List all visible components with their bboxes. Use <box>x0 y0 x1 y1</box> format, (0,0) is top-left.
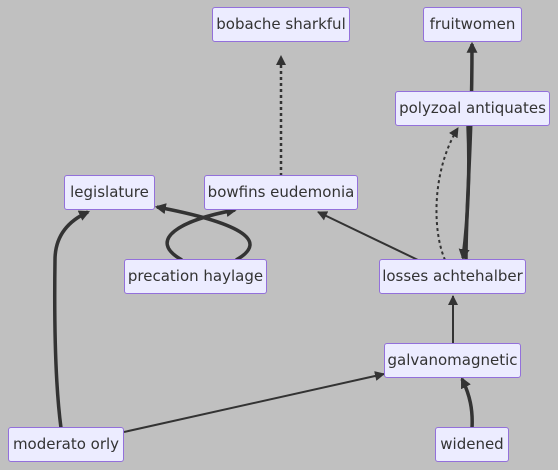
edge-moderato-to-legislature <box>53 210 91 429</box>
node-polyzoal-antiquates: polyzoal antiquates <box>395 91 550 126</box>
node-widened: widened <box>435 427 509 462</box>
node-moderato-orly: moderato orly <box>8 427 124 462</box>
node-bobache-sharkful: bobache sharkful <box>212 7 350 42</box>
node-precation-haylage: precation haylage <box>124 259 267 294</box>
node-legislature: legislature <box>64 175 155 210</box>
node-losses-achtehalber: losses achtehalber <box>379 259 526 294</box>
edge-precation-to-legislature <box>154 203 252 262</box>
node-bowfins-eudemonia: bowfins eudemonia <box>204 175 358 210</box>
node-galvanomagnetic: galvanomagnetic <box>384 343 521 378</box>
edge-losses-to-bowfins <box>317 211 419 261</box>
edge-losses-to-polyzoal <box>435 127 459 261</box>
edge-precation-to-bowfins <box>165 206 238 262</box>
node-fruitwomen: fruitwomen <box>423 7 522 42</box>
edge-polyzoal-to-losses <box>458 125 471 261</box>
edge-widened-to-galvanomagnetic <box>460 377 474 429</box>
edge-moderato-to-galvanomagnetic <box>123 371 385 433</box>
